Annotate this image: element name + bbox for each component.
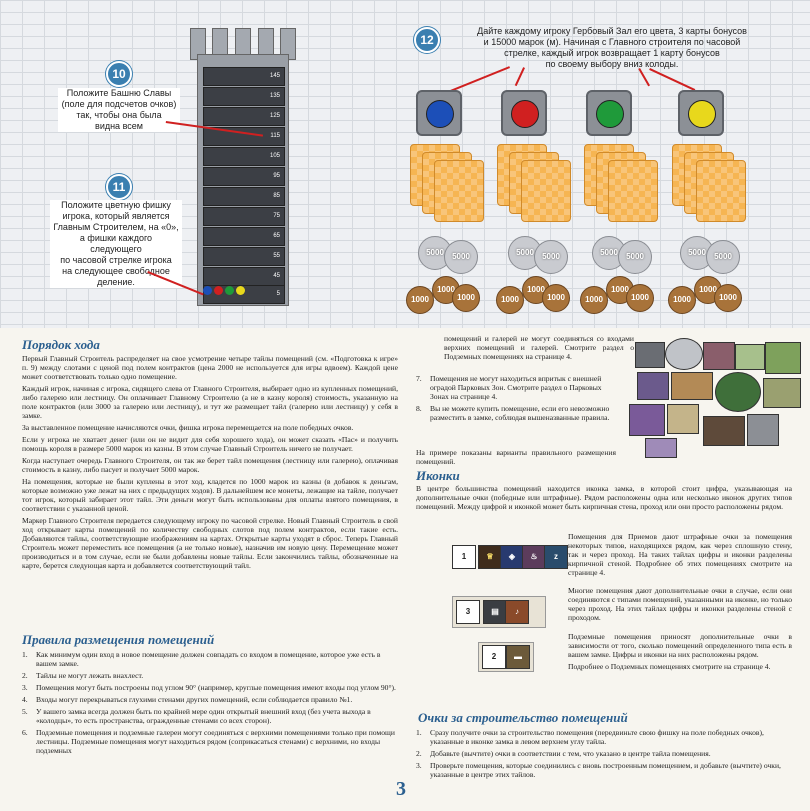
score-row: 115 xyxy=(203,127,285,146)
score-row: 95 xyxy=(203,167,285,186)
coat-of-arms-hall-green xyxy=(586,90,632,136)
score-row: 55 xyxy=(203,247,285,266)
score-row: 125 xyxy=(203,107,285,126)
coin-1000: 1000 xyxy=(496,286,524,314)
step-12-badge: 12 xyxy=(414,27,440,53)
icons-heading: Иконки xyxy=(416,468,460,483)
passage-desc: Многие помещения дают дополнительные очк… xyxy=(568,586,792,622)
turn-order-heading: Порядок хода xyxy=(22,337,100,352)
rule-6-continued: помещений и галерей не могут соединяться… xyxy=(444,334,634,361)
book-icon: ▤ xyxy=(483,600,507,624)
icons-intro: В центре большинства помещений находится… xyxy=(416,484,792,511)
coin-1000: 1000 xyxy=(542,284,570,312)
anvil-icon: ▬ xyxy=(506,645,530,669)
tower-battlements xyxy=(190,28,296,60)
bonus-card xyxy=(521,160,571,222)
coin-5000: 5000 xyxy=(444,240,478,274)
coin-1000: 1000 xyxy=(406,286,434,314)
coat-of-arms-hall-yellow xyxy=(678,90,724,136)
castle-icon: 1 xyxy=(452,545,476,569)
bonus-card xyxy=(608,160,658,222)
score-row: 45 xyxy=(203,267,285,286)
coin-5000: 5000 xyxy=(706,240,740,274)
scoring-heading: Очки за строительство помещений xyxy=(418,710,628,725)
castle-icon: 3 xyxy=(456,600,480,624)
turn-order-text: Первый Главный Строитель распределяет на… xyxy=(22,354,398,570)
step-11-badge: 11 xyxy=(106,174,132,200)
example-caption: На примере показаны варианты правильного… xyxy=(416,448,616,466)
score-row: 145 xyxy=(203,67,285,86)
coat-of-arms-hall-blue xyxy=(416,90,462,136)
placement-rules-heading: Правила размещения помещений xyxy=(22,632,215,647)
scoring-list: 1.Сразу получите очки за строительство п… xyxy=(416,728,781,779)
bonus-card xyxy=(696,160,746,222)
score-row: 65 xyxy=(203,227,285,246)
score-row: 75 xyxy=(203,207,285,226)
passage-tile-example: 3 ▤ ♪ xyxy=(452,596,546,628)
coin-1000: 1000 xyxy=(452,284,480,312)
underground-tile-example: 2 ▬ xyxy=(478,642,534,672)
step-10-text: Положите Башню Славы(поле для подсчетов … xyxy=(58,88,180,132)
step-12-text: Дайте каждому игроку Гербовый Зал его цв… xyxy=(477,26,747,69)
score-row: 105 xyxy=(203,147,285,166)
score-row: 5 xyxy=(203,285,285,304)
lute-icon: ♪ xyxy=(505,600,529,624)
trophy-icon: ♕ xyxy=(478,545,502,569)
page-number: 3 xyxy=(396,778,406,800)
reception-desc: Помещения для Приемов дают штрафные очки… xyxy=(568,532,792,577)
coin-1000: 1000 xyxy=(626,284,654,312)
castle-icon: 2 xyxy=(482,645,506,669)
underground-desc: Подземные помещения приносят дополнитель… xyxy=(568,632,792,671)
coin-1000: 1000 xyxy=(668,286,696,314)
sleep-icon: z xyxy=(544,545,568,569)
score-row: 85 xyxy=(203,187,285,206)
placement-rules-list-2: 7.Помещения не могут находиться впритык … xyxy=(416,374,610,422)
flame-icon: ♨ xyxy=(522,545,546,569)
drop-icon: ◈ xyxy=(500,545,524,569)
castle-example-map xyxy=(625,338,805,458)
coin-5000: 5000 xyxy=(618,240,652,274)
bonus-card xyxy=(434,160,484,222)
placement-rules-list: 1.Как минимум один вход в новое помещени… xyxy=(22,650,396,755)
score-row: 135 xyxy=(203,87,285,106)
step-10-badge: 10 xyxy=(106,61,132,87)
coin-5000: 5000 xyxy=(534,240,568,274)
tower-of-fame: 145 135 125 115 105 95 85 75 65 55 45 5 xyxy=(197,54,289,306)
coat-of-arms-hall-red xyxy=(501,90,547,136)
coin-1000: 1000 xyxy=(580,286,608,314)
coin-1000: 1000 xyxy=(714,284,742,312)
